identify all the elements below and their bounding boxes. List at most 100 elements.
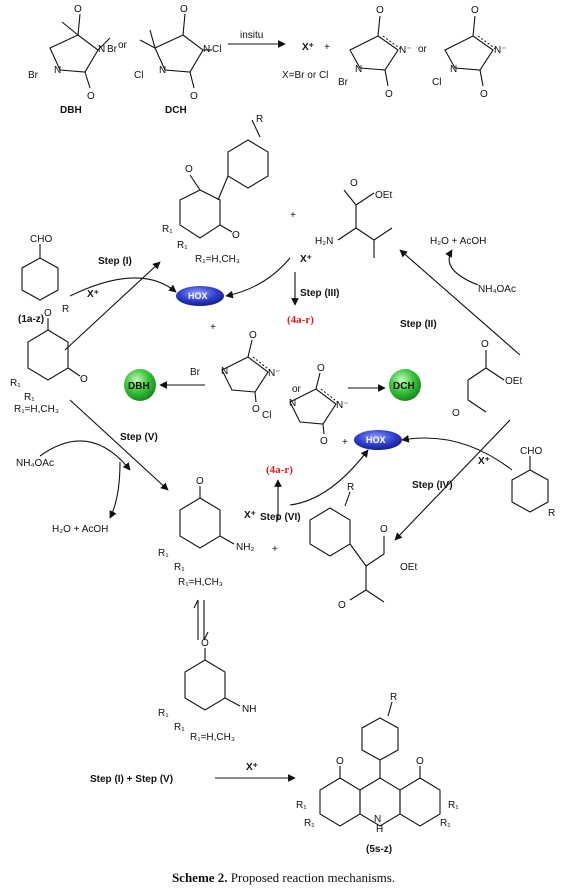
imine-nh: NH <box>242 704 256 715</box>
step-4-label: Step (IV) <box>412 480 453 491</box>
reaction-scheme: O O N Br N Br DBH or O O N Cl N Cl DCH i… <box>10 4 555 855</box>
dbh-label: DBH <box>60 105 82 116</box>
enaminone-r1b: R₁ <box>174 562 185 573</box>
knoevenagel-structure: R O OEt O <box>309 482 417 611</box>
dch-ball-label: DCH <box>393 381 415 392</box>
dbh-n1: N <box>98 44 105 55</box>
product-4ar-2: (4a-r) <box>266 464 293 476</box>
h2o-acoh-left: H₂O + AcOH <box>52 524 108 535</box>
step-3-hox-arrow <box>225 257 291 299</box>
step-6-label: Step (VI) <box>260 512 301 523</box>
knoev-o1: O <box>380 524 388 535</box>
product-5sz: (5s-z) <box>366 844 392 855</box>
imine-o: O <box>201 638 209 649</box>
nh4oac-left-arrow <box>39 440 131 471</box>
product-4ar-1: (4a-r) <box>287 314 314 326</box>
dione-o1: O <box>185 164 193 175</box>
x-plus-top: X⁺ <box>302 42 314 53</box>
insitu-label: insitu <box>240 30 263 41</box>
h2o-acoh-top: H₂O + AcOH <box>430 236 486 247</box>
x-plus-6: X⁺ <box>244 510 256 521</box>
dbh-o1: O <box>74 4 82 15</box>
enamine-h2n: H₂N <box>315 236 333 247</box>
anion-br-o1: O <box>376 5 384 16</box>
step-6-hox-arrow <box>289 449 369 506</box>
center-br-x: Br <box>190 367 201 378</box>
dbh-ball-label: DBH <box>128 381 150 392</box>
benz-r: R <box>62 304 69 315</box>
acr-h: H <box>376 824 383 835</box>
dione-r1-def: R₁=H,CH₃ <box>195 254 240 265</box>
acr-r1d: R₁ <box>440 818 451 829</box>
enaminone-nh2: NH₂ <box>236 542 254 553</box>
nh4oac-top: NH₄OAc <box>478 284 516 295</box>
enaminone-structure: O NH₂ R₁ R₁ R₁=H,CH₃ <box>158 476 254 588</box>
enamine-ester-structure: O OEt H₂N <box>315 178 392 258</box>
center-br-n: N⁻ <box>268 368 281 379</box>
step-1-label: Step (I) <box>98 256 132 267</box>
center-cl-x: Cl <box>262 410 271 421</box>
benzaldehyde-right-structure: CHO R <box>511 446 555 519</box>
anion-cl-o2: O <box>480 89 488 100</box>
dbh-br1: Br <box>107 44 118 55</box>
acridinedione-structure: R O O N H R₁ R₁ R₁ R₁ (5s-z) <box>296 692 459 855</box>
anion-br-x: Br <box>338 77 349 88</box>
imine-r1a: R₁ <box>158 708 169 719</box>
nh4oac-left: NH₄OAc <box>16 458 54 469</box>
dione-r1a: R₁ <box>162 224 173 235</box>
dch-cl2: Cl <box>134 70 143 81</box>
step-5-arrow <box>69 399 169 491</box>
acr-r: R <box>390 692 397 703</box>
acr-o1: O <box>336 756 344 767</box>
dione-mid-r1a: R₁ <box>10 378 21 389</box>
bromo-anion-structure: O O N⁻ N Br <box>338 5 412 100</box>
x-plus-3: X⁺ <box>300 254 312 265</box>
center-br-o1: O <box>249 330 257 341</box>
imine-r1b: R₁ <box>174 722 185 733</box>
arylidene-dione-structure: R O O R₁ R₁ R₁=H,CH₃ <box>162 114 269 265</box>
center-cl-o2: O <box>320 436 328 447</box>
plus-hox2: + <box>342 437 348 448</box>
x-plus-4-arrow <box>401 435 513 471</box>
acr-r1b: R₁ <box>304 818 315 829</box>
dch-cl1: Cl <box>212 44 221 55</box>
center-bromo-anion: O O N⁻ N Br <box>190 330 281 415</box>
acr-n: N <box>374 814 381 825</box>
dch-n1: N <box>203 44 210 55</box>
anion-cl-o1: O <box>471 5 479 16</box>
center-cl-n: N⁻ <box>336 400 349 411</box>
or-1: or <box>118 40 128 51</box>
step-3-label: Step (III) <box>300 288 339 299</box>
center-cl-o1: O <box>317 363 325 374</box>
hox-label-2: HOX <box>366 435 386 445</box>
caption-prefix: Scheme 2. <box>171 870 228 885</box>
enaminone-r1a: R₁ <box>158 548 169 559</box>
or-center: or <box>292 384 302 395</box>
hox-ellipse-2 <box>354 430 402 450</box>
label-1az: (1a-z) <box>18 314 44 325</box>
benz-cho: CHO <box>30 234 52 245</box>
aryl-r: R <box>256 114 263 125</box>
anion-cl-x: Cl <box>432 77 441 88</box>
dione-r1b: R₁ <box>177 240 188 251</box>
center-br-o2: O <box>252 404 260 415</box>
dione-mid-r1-def: R₁=H,CH₃ <box>14 404 59 415</box>
step-1-arrow <box>64 261 161 351</box>
center-chloro-anion: O O N⁻ N Cl <box>262 363 349 447</box>
plus-top: + <box>324 42 330 53</box>
acetoacetate-structure: O OEt O <box>452 339 522 419</box>
scheme-caption: Scheme 2. Proposed reaction mechanisms. <box>0 870 567 886</box>
x-plus-1-arrow <box>69 277 177 297</box>
x-plus-bottom: X⁺ <box>246 762 258 773</box>
anion-cl-n: N⁻ <box>494 45 507 56</box>
dch-ball <box>389 369 421 401</box>
dbh-o2: O <box>87 91 95 102</box>
dch-n2: N <box>159 65 166 76</box>
h2o-left-arrow <box>109 461 121 519</box>
acr-r1c: R₁ <box>448 800 459 811</box>
anion-br-n2: N <box>355 64 362 75</box>
dch-o1: O <box>180 4 188 15</box>
bottom-equation: Step (I) + Step (V) <box>90 774 173 785</box>
center-br-n2: N <box>221 366 228 377</box>
enaminone-o: O <box>196 476 204 487</box>
